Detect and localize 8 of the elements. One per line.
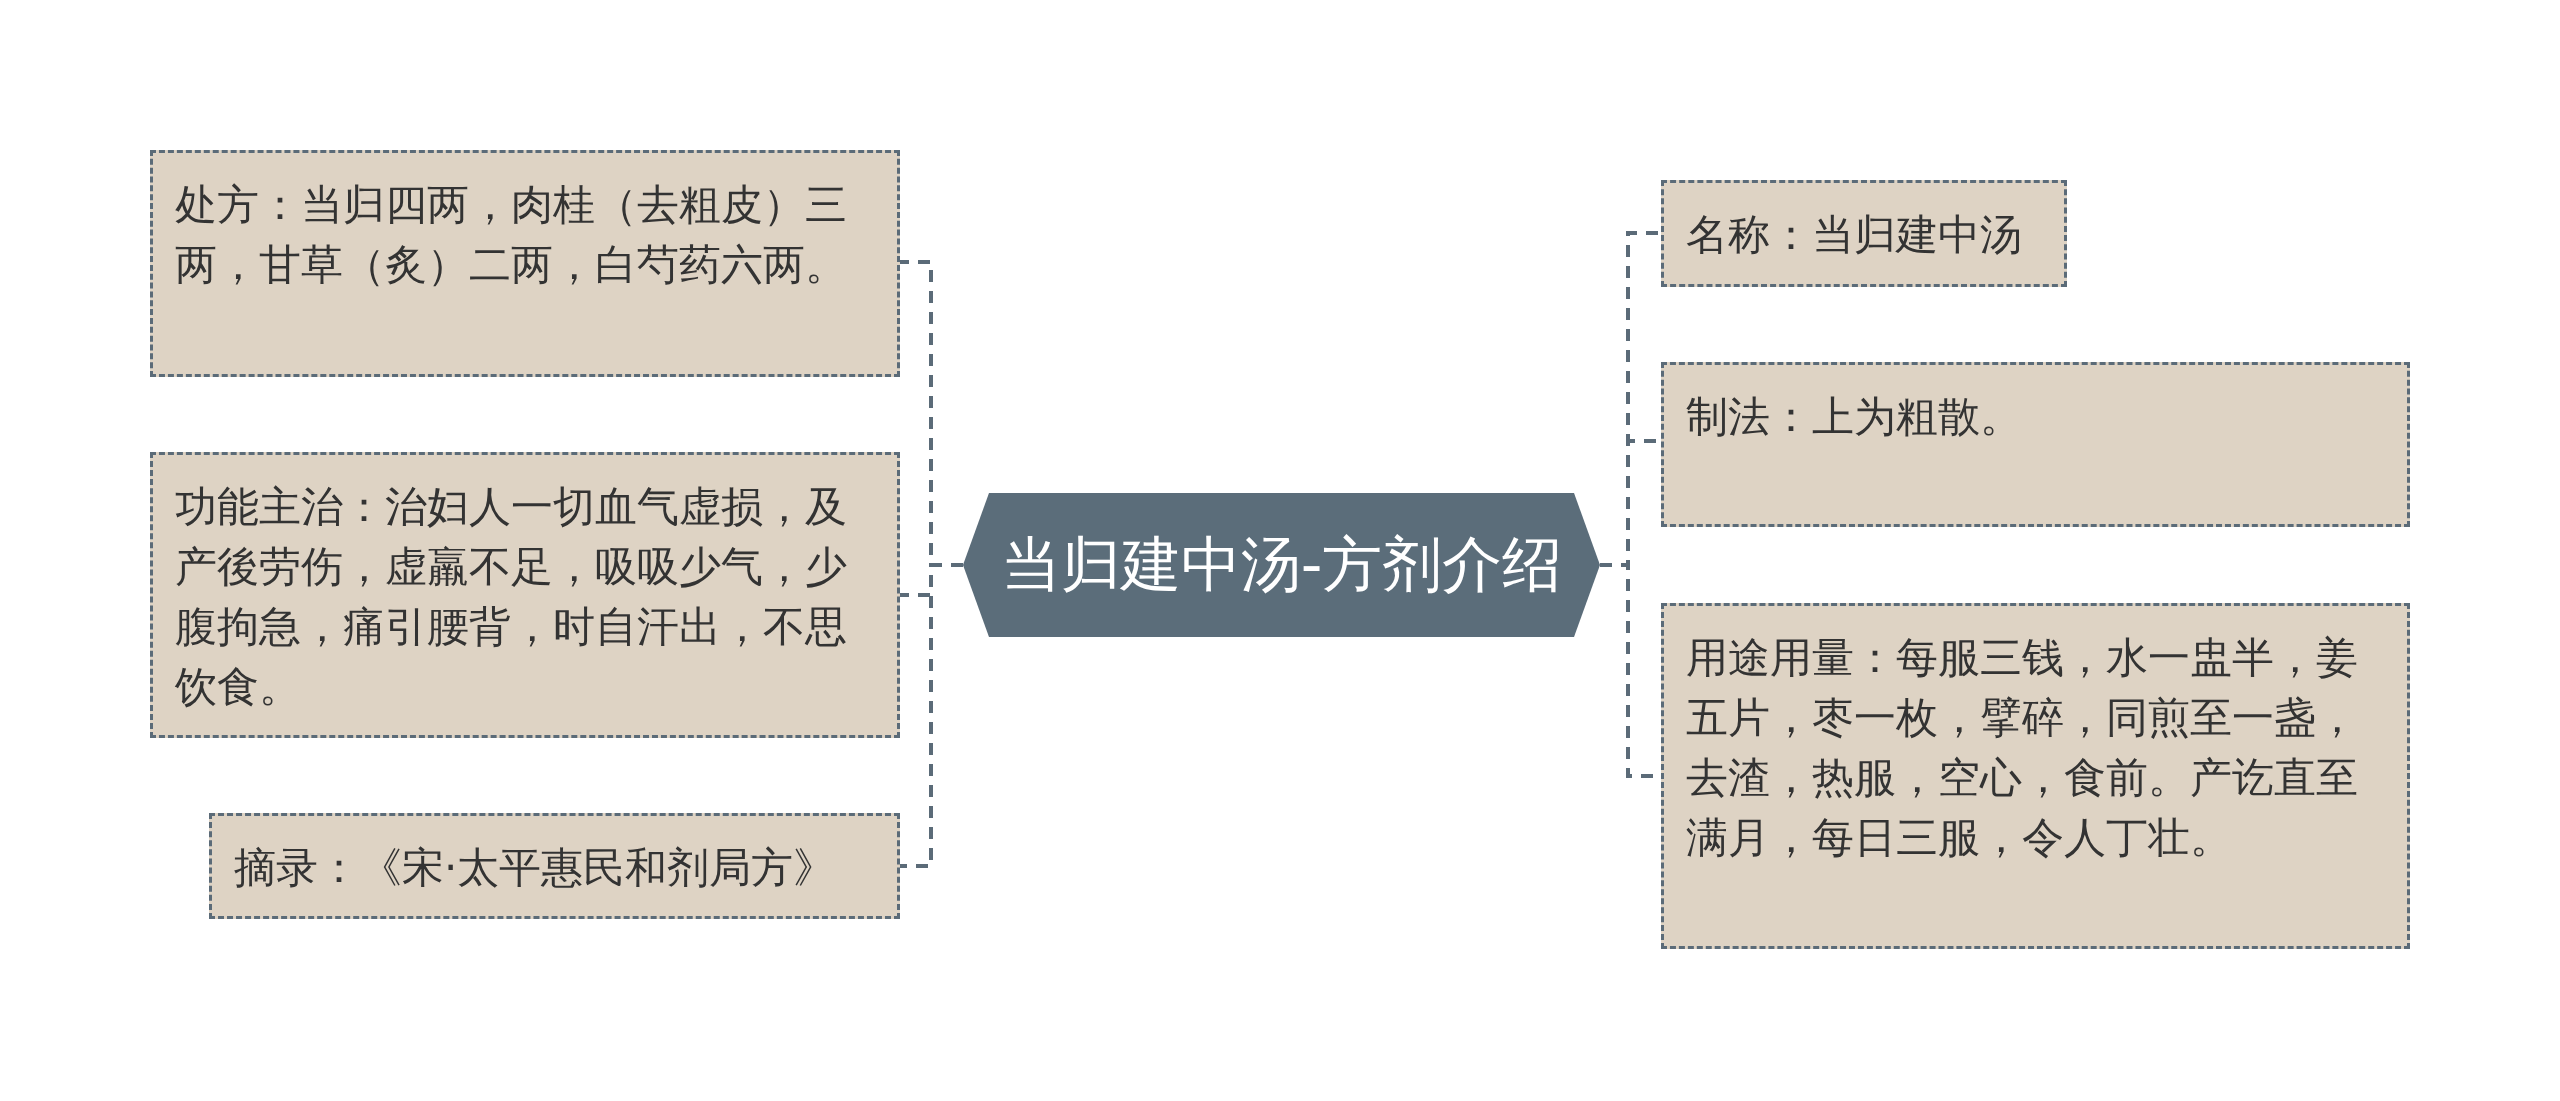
connector-line — [900, 563, 963, 868]
text-box: 摘录：《宋·太平惠民和剂局方》 — [209, 813, 900, 919]
text-box: 制法：上为粗散。 — [1661, 362, 2410, 527]
text-box: 处方：当归四两，肉桂（去粗皮）三两，甘草（炙）二两，白芍药六两。 — [150, 150, 900, 377]
text-box: 用途用量：每服三钱，水一盅半，姜五片，枣一枚，擘碎，同煎至一盏，去渣，热服，空心，食前。产讫直至满月，每日三服，令人丁壮。 — [1661, 603, 2410, 949]
text-box: 名称：当归建中汤 — [1661, 180, 2067, 287]
topic-hexagon: 当归建中汤-方剂介绍 — [963, 493, 1600, 637]
text-box: 功能主治：治妇人一切血气虚损，及产後劳伤，虚羸不足，吸吸少气，少腹拘急，痛引腰背，时自汗出，不思饮食。 — [150, 452, 900, 738]
